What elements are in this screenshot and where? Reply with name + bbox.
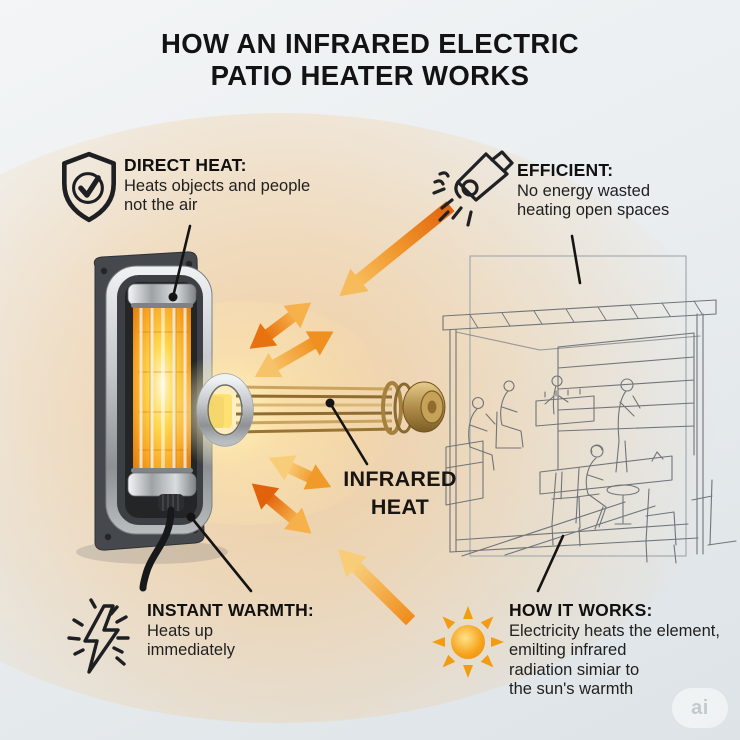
- callout-direct-heat: DIRECT HEAT: Heats objects and people no…: [124, 155, 310, 216]
- callout-body: Heats objects and people not the air: [124, 177, 311, 215]
- infrared-heat-label: INFRARED HEAT: [343, 467, 457, 519]
- callout-how-it-works: HOW IT WORKS: Electricity heats the elem…: [509, 600, 720, 699]
- lightning-bolt-icon: [67, 598, 130, 674]
- callout-body: No energy wasted heating open spaces: [517, 182, 670, 220]
- shield-check-icon: [62, 151, 116, 223]
- callout-heading: INSTANT WARMTH:: [147, 600, 314, 620]
- callout-heading: EFFICIENT:: [517, 160, 614, 180]
- patio-scene-drawing: [442, 255, 737, 564]
- heater-illustration: [76, 251, 228, 592]
- sun-icon: [432, 606, 504, 678]
- page-title: HOW AN INFRARED ELECTRIC PATIO HEATER WO…: [160, 28, 579, 91]
- spotlight-icon: [432, 150, 514, 227]
- callout-instant-warmth: INSTANT WARMTH: Heats up immediately: [147, 600, 314, 661]
- heating-element-illustration: [166, 353, 446, 469]
- heat-arrows: [249, 201, 455, 626]
- callout-body: Heats up immediately: [147, 622, 236, 660]
- callout-body: Electricity heats the element, emilting …: [509, 622, 720, 698]
- callout-efficient: EFFICIENT: No energy wasted heating open…: [517, 160, 669, 221]
- pointer-lines: [168, 224, 582, 593]
- ai-watermark-badge: ai: [672, 688, 728, 728]
- callout-heading: DIRECT HEAT:: [124, 155, 247, 175]
- callout-heading: HOW IT WORKS:: [509, 600, 653, 620]
